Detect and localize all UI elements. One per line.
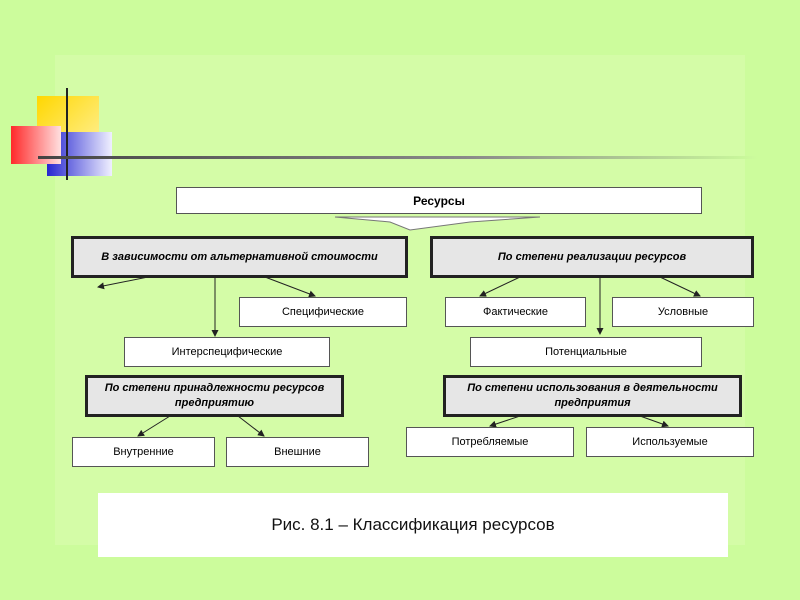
node-actual: Фактические bbox=[445, 297, 586, 327]
deco-vertical-line bbox=[66, 88, 68, 180]
node-potential: Потенциальные bbox=[470, 337, 702, 367]
node-external: Внешние bbox=[226, 437, 369, 467]
deco-horizontal-rule bbox=[38, 156, 758, 159]
group-ownership-degree: По степени принадлежности ресурсов предп… bbox=[85, 375, 344, 417]
node-conditional: Условные bbox=[612, 297, 754, 327]
node-specific: Специфические bbox=[239, 297, 407, 327]
group-usage-degree: По степени использования в деятельности … bbox=[443, 375, 742, 417]
node-used: Используемые bbox=[586, 427, 754, 457]
node-consumed: Потребляемые bbox=[406, 427, 574, 457]
node-interspecific: Интерспецифические bbox=[124, 337, 330, 367]
node-internal: Внутренние bbox=[72, 437, 215, 467]
figure-caption: Рис. 8.1 – Классификация ресурсов bbox=[98, 493, 728, 557]
root-node-resources: Ресурсы bbox=[176, 187, 702, 214]
group-alternative-cost: В зависимости от альтернативной стоимост… bbox=[71, 236, 408, 278]
group-realization-degree: По степени реализации ресурсов bbox=[430, 236, 754, 278]
